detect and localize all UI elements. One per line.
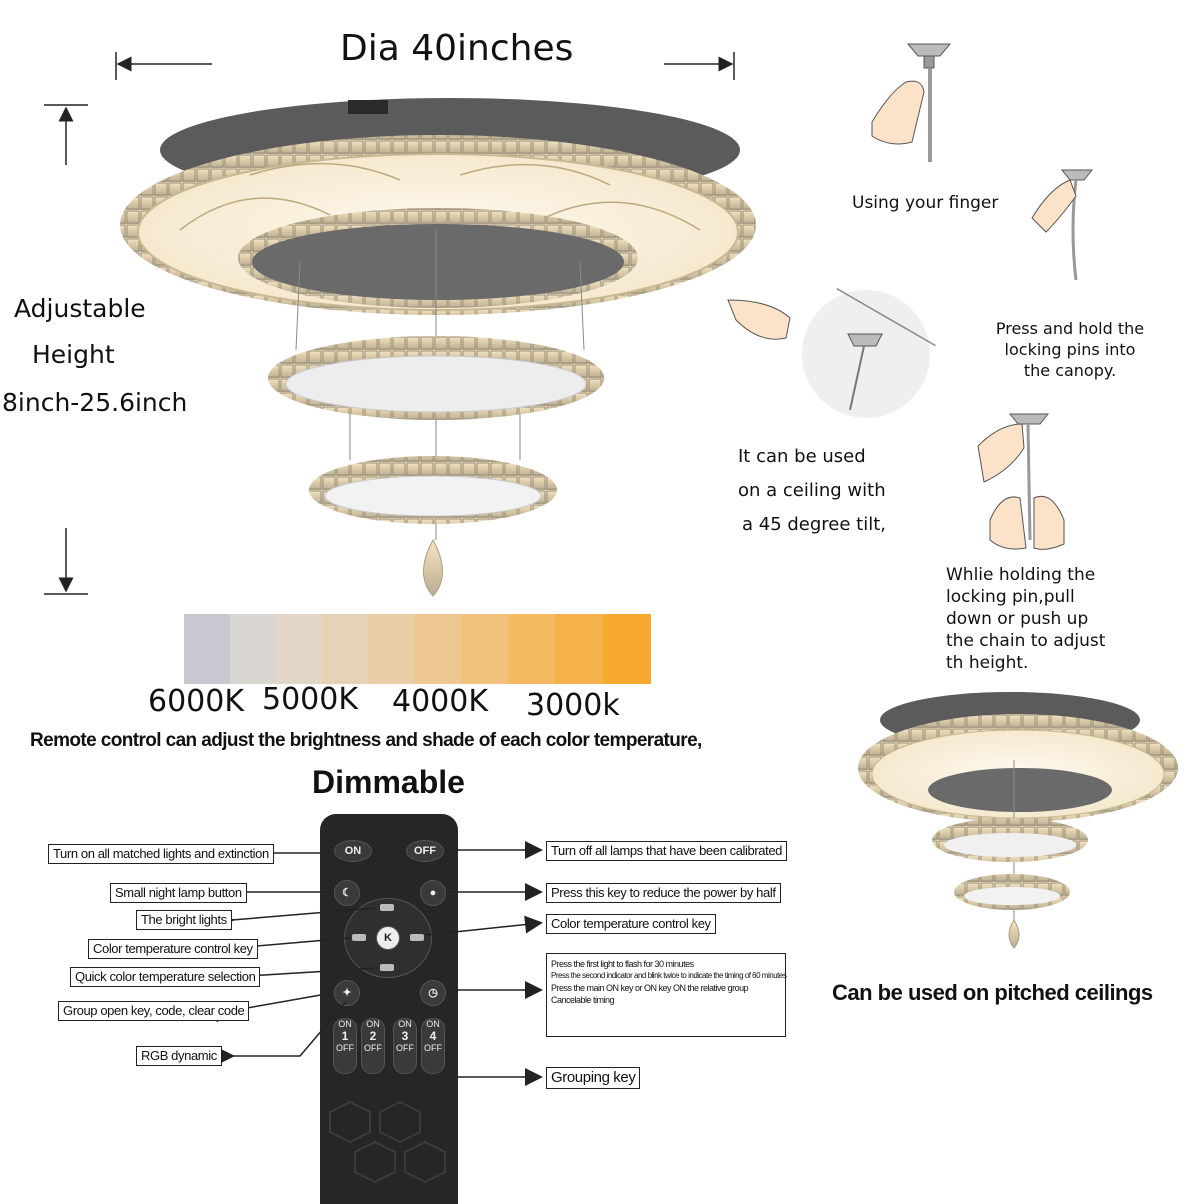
color-temp-right-key[interactable] bbox=[410, 934, 424, 941]
callout-timer-line-2: Press the second indicator and blink twi… bbox=[551, 971, 787, 980]
install-step-3-line-4: the chain to adjust bbox=[946, 631, 1106, 651]
half-power-button[interactable]: ● bbox=[420, 880, 446, 906]
kelvin-label-5000: 5000K bbox=[262, 682, 359, 717]
callout-color-temp-right: Color temperature control key bbox=[546, 914, 716, 934]
tilt-note: It can be used on a ceiling with a 45 de… bbox=[738, 440, 886, 542]
callout-half-power: Press this key to reduce the power by ha… bbox=[546, 883, 781, 903]
group-4-key[interactable]: ON 4 OFF bbox=[421, 1018, 445, 1074]
diameter-label: Dia 40inches bbox=[340, 28, 574, 69]
callout-night-lamp: Small night lamp button bbox=[110, 883, 247, 903]
install-step-2-line-1: Press and hold the bbox=[995, 319, 1145, 338]
callout-timer-line-1: Press the first light to flash for 30 mi… bbox=[551, 959, 694, 969]
tilt-note-line-1: It can be used bbox=[738, 446, 866, 467]
install-step-2-line-2: locking pins into bbox=[1004, 340, 1136, 359]
group-1-key[interactable]: ON 1 OFF bbox=[333, 1018, 357, 1074]
install-step-2-line-3: the canopy. bbox=[1023, 361, 1117, 380]
callout-grouping-key: Grouping key bbox=[546, 1067, 641, 1089]
dimmable-title: Dimmable bbox=[312, 764, 465, 800]
install-step-1: Using your finger bbox=[852, 193, 999, 213]
quick-color-key[interactable] bbox=[380, 964, 394, 971]
group-2-on: ON bbox=[366, 1019, 380, 1029]
tilt-note-line-3: a 45 degree tilt, bbox=[742, 514, 887, 535]
group-1-number: 1 bbox=[341, 1029, 349, 1043]
callout-timer-line-4: Cancelable timing bbox=[551, 995, 615, 1005]
swatch-3 bbox=[322, 614, 368, 684]
callout-timer-line-3: Press the main ON key or ON key ON the r… bbox=[551, 983, 749, 993]
remote-bottom-pattern bbox=[329, 1100, 446, 1184]
group-2-off: OFF bbox=[364, 1043, 382, 1053]
swatch-0 bbox=[184, 614, 230, 684]
adjustable-label-1: Adjustable bbox=[14, 294, 146, 323]
color-temp-left-key[interactable] bbox=[352, 934, 366, 941]
off-button[interactable]: OFF bbox=[406, 840, 444, 862]
callout-bright-lights: The bright lights bbox=[136, 910, 232, 930]
group-4-on: ON bbox=[426, 1019, 440, 1029]
callout-turn-on-all: Turn on all matched lights and extinctio… bbox=[48, 844, 274, 864]
swatch-4 bbox=[368, 614, 414, 684]
night-lamp-button[interactable]: ☾ bbox=[334, 880, 360, 906]
group-key-button[interactable]: ✦ bbox=[334, 980, 360, 1006]
install-step-2: Press and hold the locking pins into the… bbox=[992, 318, 1148, 381]
install-step-3-line-3: down or push up bbox=[946, 609, 1089, 629]
swatch-2 bbox=[276, 614, 322, 684]
group-3-number: 3 bbox=[401, 1029, 409, 1043]
pitched-ceiling-note: Can be used on pitched ceilings bbox=[832, 980, 1153, 1005]
callout-color-temp-left: Color temperature control key bbox=[88, 939, 258, 959]
callout-timer: Press the first light to flash for 30 mi… bbox=[546, 953, 787, 1037]
kelvin-label-6000: 6000K bbox=[148, 684, 245, 719]
group-4-number: 4 bbox=[429, 1029, 437, 1043]
callout-quick-color: Quick color temperature selection bbox=[70, 967, 261, 987]
install-step-3: Whlie holding the locking pin,pull down … bbox=[946, 564, 1105, 674]
timer-button[interactable]: ◷ bbox=[420, 980, 446, 1006]
group-2-key[interactable]: ON 2 OFF bbox=[361, 1018, 385, 1074]
swatch-9 bbox=[603, 614, 651, 684]
callout-rgb-dynamic: RGB dynamic bbox=[136, 1046, 222, 1066]
on-button[interactable]: ON bbox=[334, 840, 372, 862]
swatch-7 bbox=[508, 614, 555, 684]
install-step-3-line-2: locking pin,pull bbox=[946, 587, 1075, 607]
install-step-3-line-5: th height. bbox=[946, 653, 1029, 673]
install-step-3-line-1: Whlie holding the bbox=[946, 565, 1096, 585]
tilt-note-line-2: on a ceiling with bbox=[738, 480, 886, 501]
group-4-off: OFF bbox=[424, 1043, 442, 1053]
swatch-8 bbox=[555, 614, 603, 684]
group-1-off: OFF bbox=[336, 1043, 354, 1053]
center-k-button[interactable]: K bbox=[376, 926, 400, 950]
callout-group-open: Group open key, code, clear code bbox=[58, 1001, 250, 1021]
remote-note: Remote control can adjust the brightness… bbox=[30, 730, 702, 751]
kelvin-label-4000: 4000K bbox=[392, 684, 489, 719]
kelvin-label-3000: 3000k bbox=[526, 688, 620, 723]
swatch-6 bbox=[461, 614, 508, 684]
group-3-on: ON bbox=[398, 1019, 412, 1029]
group-1-on: ON bbox=[338, 1019, 352, 1029]
adjustable-label-2: Height bbox=[32, 340, 115, 369]
group-3-key[interactable]: ON 3 OFF bbox=[393, 1018, 417, 1074]
brightness-up-key[interactable] bbox=[380, 904, 394, 911]
group-3-off: OFF bbox=[396, 1043, 414, 1053]
swatch-1 bbox=[230, 614, 276, 684]
callout-turn-off-all: Turn off all lamps that have been calibr… bbox=[546, 841, 787, 861]
group-2-number: 2 bbox=[369, 1029, 377, 1043]
adjustable-label-3: 8inch-25.6inch bbox=[2, 388, 188, 417]
swatch-5 bbox=[414, 614, 461, 684]
